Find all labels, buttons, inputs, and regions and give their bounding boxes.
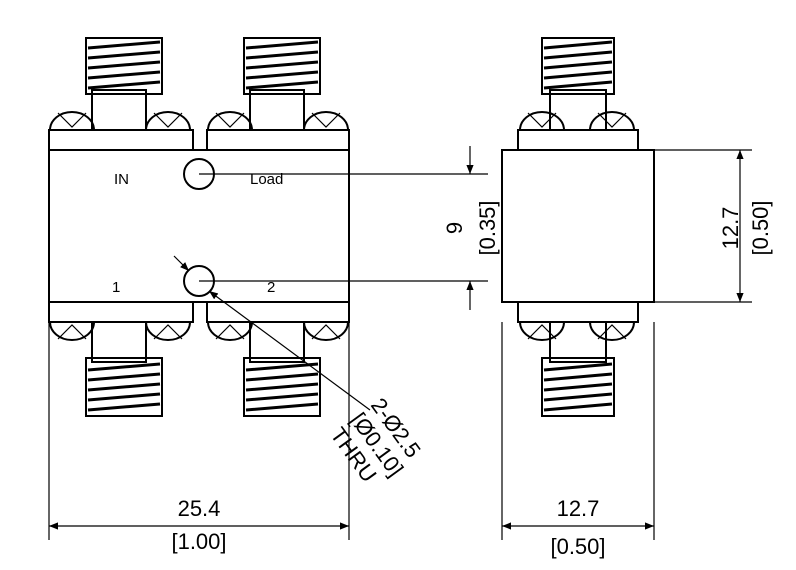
connector-top-load — [243, 37, 321, 131]
side-top-plate — [517, 129, 639, 151]
dim-width-mm: 25.4 — [178, 496, 221, 521]
front-view: IN Load 1 2 — [48, 37, 350, 417]
side-body — [501, 149, 655, 303]
connector-bottom-2 — [243, 321, 321, 417]
bottom-plate-left — [48, 301, 194, 323]
side-connector-top — [541, 37, 615, 131]
side-view — [501, 37, 655, 417]
connector-top-in — [85, 37, 163, 131]
connector-bottom-1 — [85, 321, 163, 417]
side-bottom-plate — [517, 301, 639, 323]
label-port-1: 1 — [112, 279, 120, 296]
dim-side-height: 12.7 [0.50] — [654, 149, 773, 303]
dim-hole-spacing-in: [0.35] — [475, 200, 500, 255]
dim-hole-spacing-mm: 9 — [442, 222, 467, 234]
dim-depth-in: [0.50] — [550, 534, 605, 559]
dim-side-depth: 12.7 [0.50] — [501, 322, 655, 559]
dim-front-width: 25.4 [1.00] — [48, 322, 350, 554]
label-port-in: IN — [114, 171, 129, 188]
dim-height-in: [0.50] — [748, 200, 773, 255]
dim-width-in: [1.00] — [171, 529, 226, 554]
dim-hole-spacing: 9 [0.35] — [199, 146, 500, 310]
side-connector-bottom — [541, 321, 615, 417]
label-port-load: Load — [250, 171, 283, 188]
top-plate-right — [206, 129, 350, 151]
dim-height-mm: 12.7 — [718, 207, 743, 250]
label-port-2: 2 — [267, 279, 275, 296]
dim-depth-mm: 12.7 — [557, 496, 600, 521]
front-body — [48, 149, 350, 303]
top-plate-left — [48, 129, 194, 151]
